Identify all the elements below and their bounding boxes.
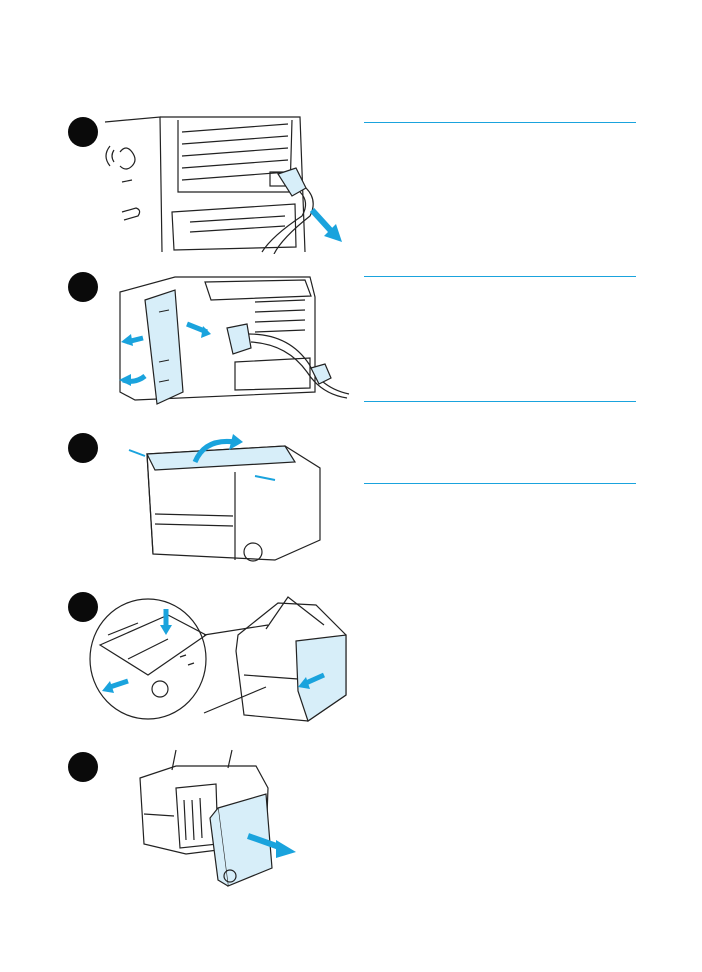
step-3-rule	[364, 401, 636, 402]
step-5-badge	[68, 752, 98, 782]
open-top-cover-illustration	[128, 434, 321, 562]
power-cord-unplug-illustration	[104, 116, 342, 254]
step-3-badge	[68, 433, 98, 463]
release-side-panel-illustration	[89, 596, 347, 722]
step-1-badge	[68, 117, 98, 147]
step-2-badge	[68, 272, 98, 302]
remove-rear-cover-illustration	[119, 276, 350, 405]
step-1-rule	[364, 122, 636, 123]
step-4-rule	[364, 483, 636, 484]
remove-side-panel-illustration	[139, 749, 296, 887]
step-4-badge	[68, 592, 98, 622]
step-2-rule	[364, 276, 636, 277]
